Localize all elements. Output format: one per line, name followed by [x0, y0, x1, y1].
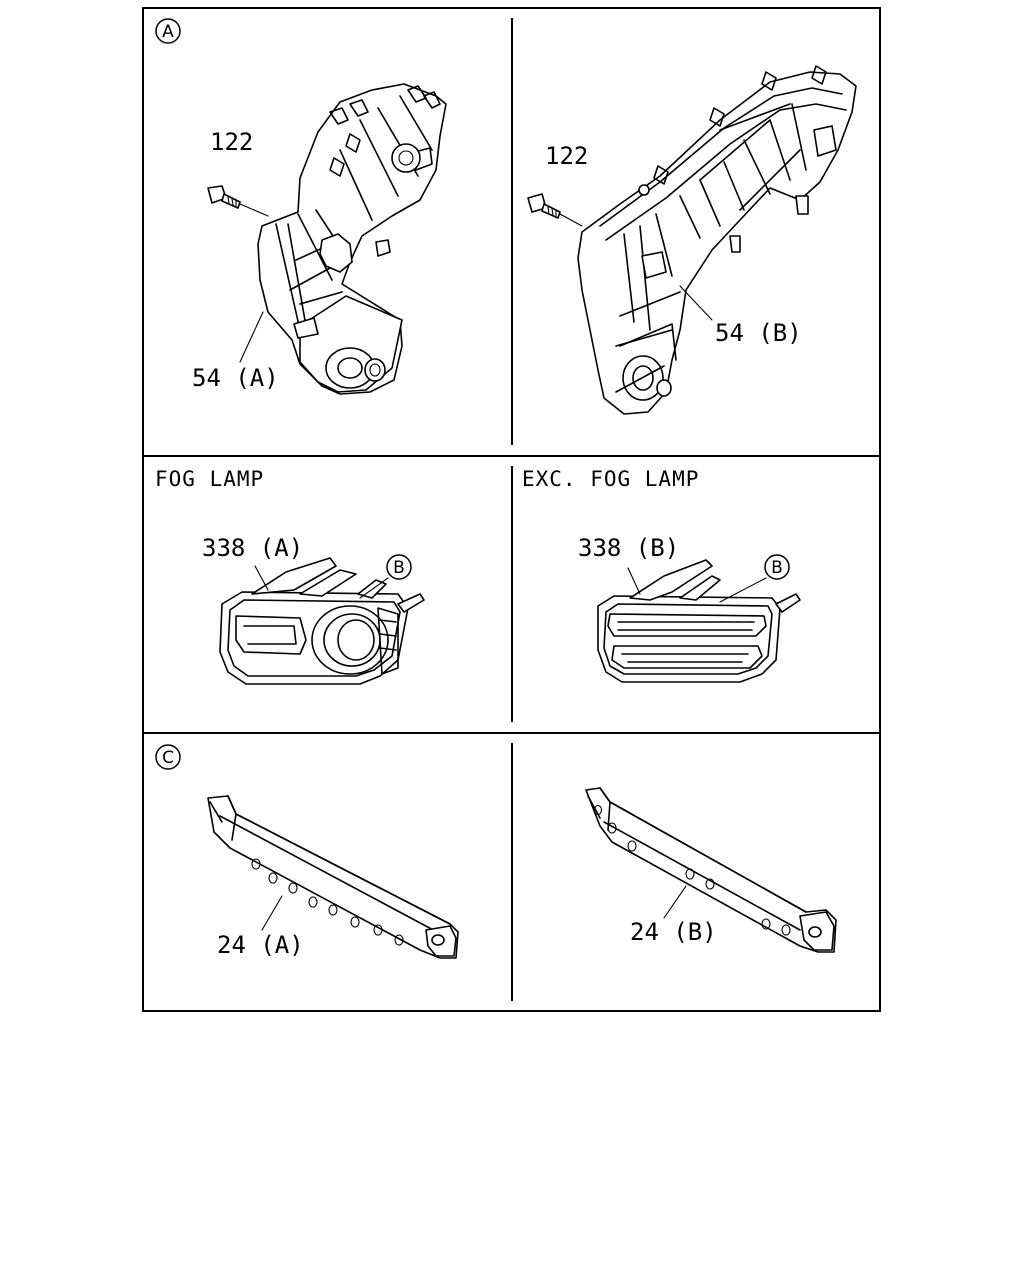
- marker-b-left-label: B: [393, 558, 405, 578]
- bracket-54a-drawing: [207, 83, 447, 395]
- marker-b-left: B: [386, 554, 412, 580]
- callout-cover-338b: 338 (B): [578, 534, 679, 562]
- header-fog-lamp: FOG LAMP: [155, 467, 264, 491]
- callout-bar-24a: 24 (A): [217, 931, 304, 959]
- section-marker-c-label: C: [162, 748, 174, 768]
- header-exc-fog-lamp: EXC. FOG LAMP: [522, 467, 699, 491]
- callout-bolt-right: 122: [545, 142, 588, 170]
- marker-b-right: B: [764, 554, 790, 580]
- bolt-right: [527, 193, 583, 227]
- bar-24a-drawing: [207, 795, 459, 959]
- callout-bar-24b: 24 (B): [630, 918, 717, 946]
- callout-bolt-left: 122: [210, 128, 253, 156]
- bolt-left: [207, 185, 269, 217]
- bar-24b-drawing: [585, 787, 837, 953]
- diagram-frame: [142, 7, 881, 1012]
- callout-cover-338a: 338 (A): [202, 534, 303, 562]
- marker-b-right-label: B: [771, 558, 783, 578]
- section-marker-a: A: [155, 18, 181, 44]
- callout-bracket-54b: 54 (B): [715, 319, 802, 347]
- cover-338a-drawing: [219, 557, 425, 685]
- section-marker-c: C: [155, 744, 181, 770]
- cover-338b-drawing: [597, 559, 801, 683]
- bracket-54b-drawing: [527, 65, 857, 415]
- callout-bracket-54a: 54 (A): [192, 364, 279, 392]
- section-marker-a-label: A: [162, 22, 174, 42]
